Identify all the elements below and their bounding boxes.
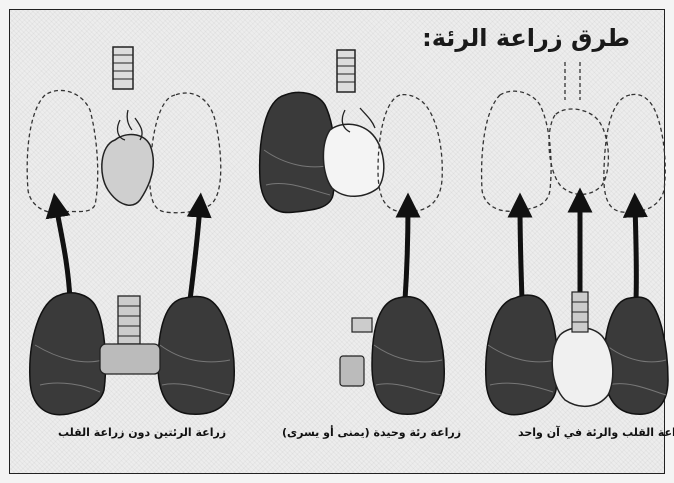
donor-lung-right-icon bbox=[604, 297, 668, 414]
arrow-up-icon bbox=[405, 205, 408, 300]
caption-single-lung: زراعة رئة وحيدة (يمنى أو يسرى) bbox=[282, 426, 461, 439]
empty-heart-outline bbox=[549, 109, 608, 194]
donor-lung-right-icon bbox=[158, 296, 234, 414]
heart-icon bbox=[323, 124, 383, 196]
empty-lung-right-outline bbox=[604, 94, 665, 212]
empty-lung-left-outline bbox=[27, 90, 98, 212]
bronchus-icon bbox=[340, 318, 372, 386]
donor-lung-left-icon bbox=[30, 293, 106, 415]
page-title: طرق زراعة الرئة: bbox=[422, 24, 630, 52]
trachea-icon bbox=[337, 50, 355, 92]
empty-lung-right-outline bbox=[150, 93, 221, 213]
empty-lung-outline bbox=[378, 95, 442, 212]
donor-lung-icon bbox=[372, 297, 444, 415]
arrow-up-icon bbox=[190, 205, 200, 300]
caption-double-lung: زراعة الرئتين دون زراعة القلب bbox=[58, 426, 226, 439]
empty-lung-left-outline bbox=[482, 91, 552, 211]
bronchi-icon bbox=[100, 296, 160, 374]
donor-lung-left-icon bbox=[486, 295, 558, 415]
empty-trachea-outline bbox=[565, 62, 580, 100]
arrow-up-icon bbox=[520, 205, 522, 300]
arrow-up-icon bbox=[56, 205, 70, 300]
caption-heart-lung: زراعة القلب والرئة في آن واحد bbox=[518, 426, 674, 439]
panel-single-lung bbox=[260, 50, 445, 414]
panel-heart-lung bbox=[482, 62, 668, 415]
arrow-up-icon bbox=[635, 205, 636, 300]
trachea-icon bbox=[113, 47, 133, 89]
panel-double-lung bbox=[27, 47, 234, 415]
donor-heart-icon bbox=[552, 328, 613, 407]
heart-icon bbox=[102, 135, 153, 206]
